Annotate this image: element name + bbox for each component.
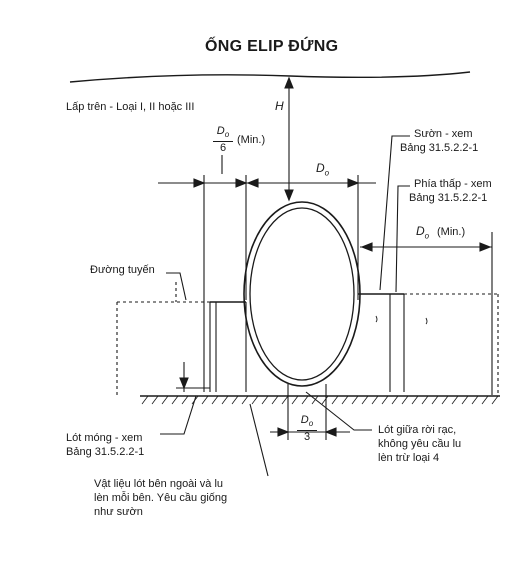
do3-numerator: D (300, 414, 309, 426)
outer-bedding-line-2: lèn mỗi bên. Yêu cầu giống (94, 492, 228, 504)
outer-bedding-line-1: Vật liệu lót bên ngoài và lu (94, 478, 224, 490)
middle-bedding-line-1: Lót giữa rời rạc, (378, 424, 457, 436)
do-over-3-fraction: Do 3 (297, 414, 317, 443)
lower-side-leader (395, 185, 410, 293)
ground-surface-line (69, 71, 471, 83)
do6-min-label: (Min.) (237, 134, 266, 146)
top-fill-label: Lấp trên - Loại I, II hoặc III (66, 101, 195, 113)
bedding-ref: Bảng 31.5.2.2-1 (66, 446, 145, 458)
do3-arrow-left (277, 427, 290, 437)
do6-arrow-right (235, 178, 248, 188)
do6-numerator: D (216, 125, 225, 137)
outer-bedding-leader (249, 403, 269, 477)
do-arrow-left (246, 178, 259, 188)
do-over-6-fraction: Do 6 (213, 125, 233, 154)
haunch-leader (379, 135, 410, 291)
bedding-arrow-top (179, 377, 189, 390)
outer-bedding-line-3: như sườn (94, 506, 143, 518)
do6-denominator: 6 (219, 142, 227, 155)
do-min-arrow-left (360, 242, 373, 252)
bedding-label: Lót móng - xem (66, 432, 143, 444)
h-arrow-top (284, 76, 294, 89)
squiggle-1 (375, 315, 378, 323)
foundation-hatch (141, 395, 499, 405)
do-min-label: (Min.) (437, 226, 466, 238)
springline-leader (166, 272, 187, 301)
lower-side-ref: Bảng 31.5.2.2-1 (409, 192, 488, 204)
diagram-title: ỐNG ELIP ĐỨNG (205, 38, 339, 55)
middle-bedding-leader (305, 391, 372, 431)
do-symbol: Do (316, 162, 329, 179)
lower-side-label: Phía thấp - xem (414, 178, 492, 190)
do-min-arrow-right (479, 242, 492, 252)
haunch-label: Sườn - xem (414, 128, 473, 140)
middle-bedding-line-3: lèn trừ loại 4 (378, 452, 440, 464)
do-subscript: o (324, 168, 330, 178)
h-arrow-bottom (284, 189, 294, 202)
springline-label: Đường tuyến (90, 264, 155, 276)
pipe-outer-wall (243, 201, 361, 387)
do-arrow-right (347, 178, 360, 188)
do-min-symbol: Do (416, 224, 430, 241)
squiggle-2 (425, 317, 428, 325)
middle-bedding-line-2: không yêu cầu lu (378, 438, 462, 450)
do3-arrow-right (324, 427, 337, 437)
embankment-outline (116, 282, 499, 395)
pipe-inner-wall (249, 207, 355, 381)
haunch-ref: Bảng 31.5.2.2-1 (400, 142, 479, 154)
do3-denominator: 3 (303, 431, 311, 444)
bedding-leader (160, 395, 197, 435)
do-letter: D (316, 161, 325, 175)
h-symbol: H (275, 99, 284, 113)
do6-arrow-left (193, 178, 206, 188)
